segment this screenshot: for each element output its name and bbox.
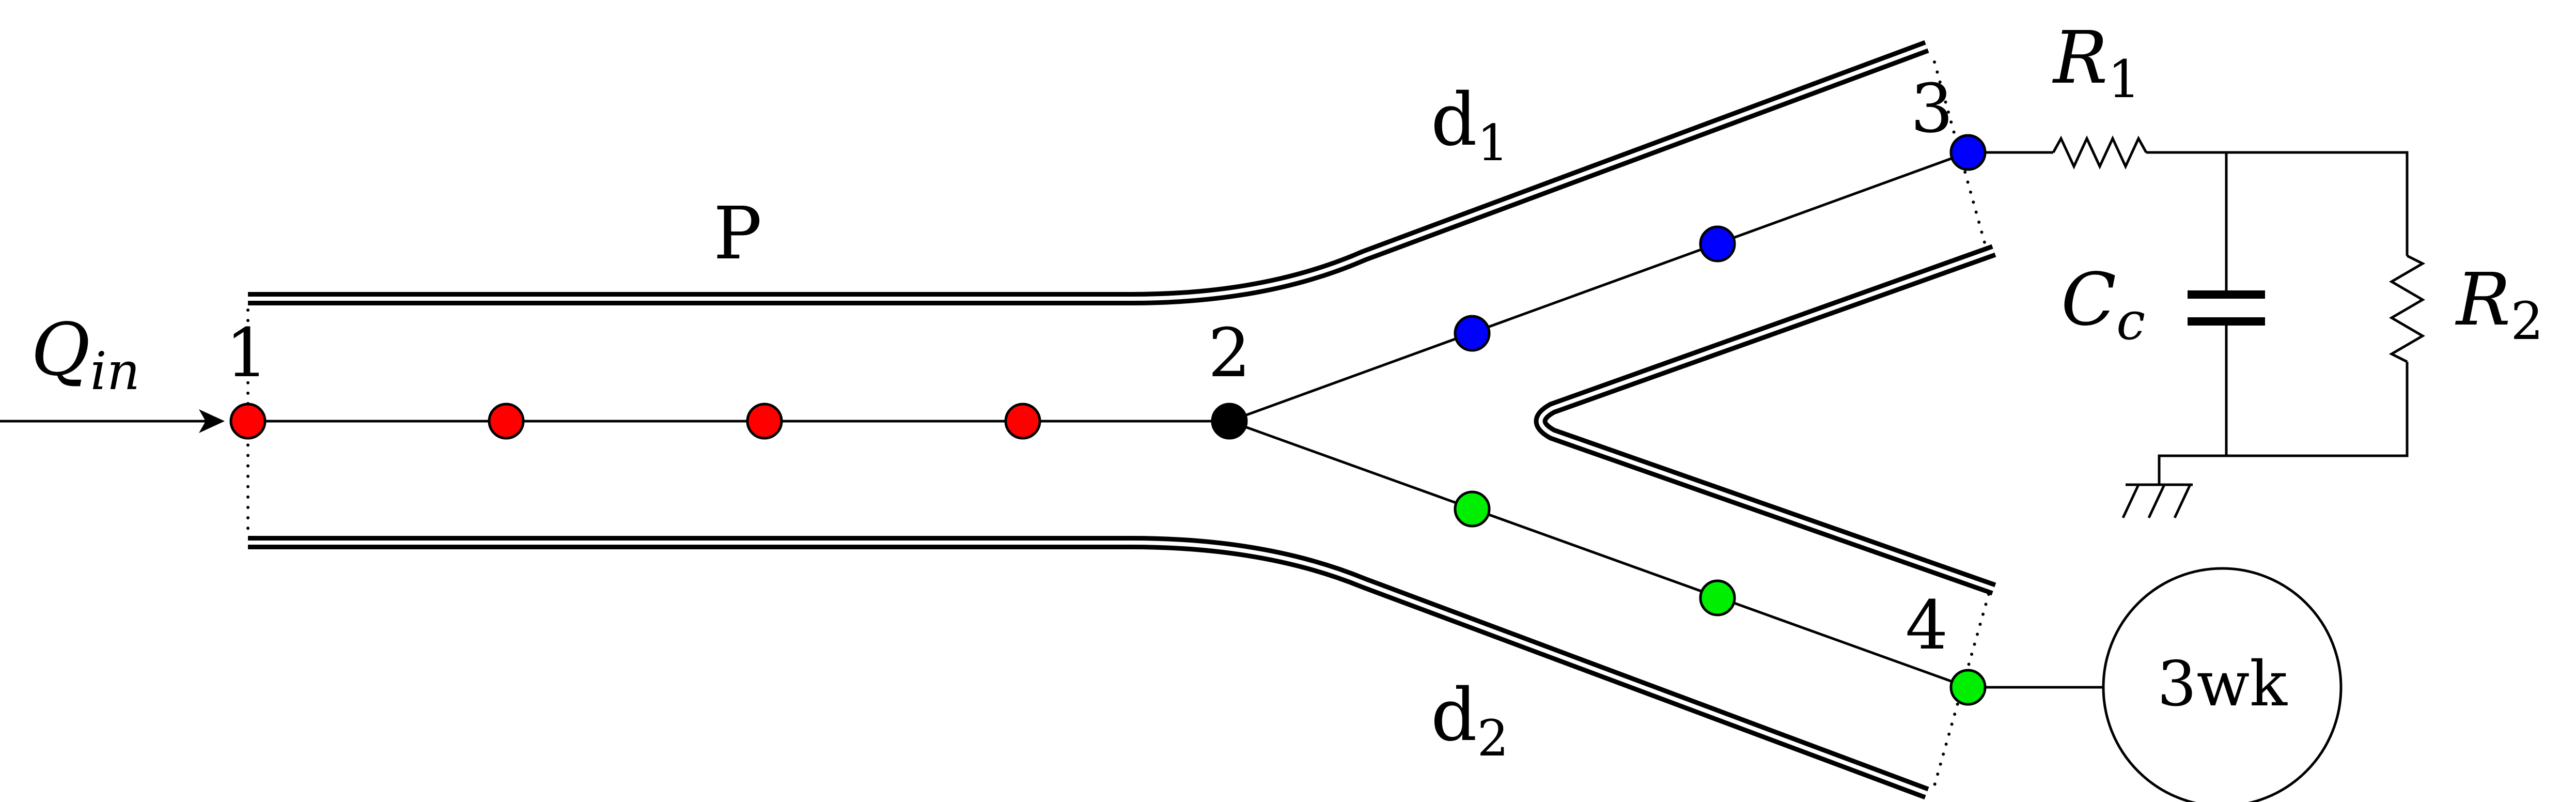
r2-label: R2	[2455, 258, 2543, 351]
r2-resistor	[2388, 254, 2426, 363]
vessel-walls	[248, 40, 1996, 800]
node-1	[229, 403, 267, 440]
centerlines	[248, 151, 1969, 689]
capacitor-label: Cc	[2061, 258, 2145, 351]
r1-resistor	[2052, 135, 2148, 169]
daughter1-node	[1699, 225, 1736, 263]
point-2-label: 2	[1208, 314, 1251, 392]
inflow-label: Qin	[31, 308, 140, 402]
point-1-label: 1	[226, 314, 269, 392]
node-3	[1949, 134, 1987, 171]
parent-node	[1004, 403, 1041, 440]
windkessel-label: 3wk	[2157, 649, 2288, 720]
nodes	[229, 134, 1987, 706]
inflow-arrow	[0, 409, 225, 433]
ground-symbol	[2121, 483, 2193, 519]
outlet1-boundary-line	[1933, 60, 1988, 250]
labels: P d1 d2 Qin 1 2 3 4 R1 Cc R2	[31, 16, 2543, 767]
parent-node	[488, 403, 525, 440]
daughter2-centerline	[1229, 420, 1969, 689]
r1-label: R1	[2052, 16, 2141, 110]
node-4	[1949, 669, 1987, 706]
daughter2-node	[1699, 579, 1736, 616]
daughter2-vessel-label: d2	[1431, 673, 1509, 767]
outlet2-boundary-line	[1933, 593, 1990, 787]
boundary-dotted-lines	[246, 60, 1990, 787]
inner-wedge-wall	[1534, 244, 1996, 596]
parent-node	[746, 403, 783, 440]
daughter2-node	[1454, 490, 1491, 528]
bottom-wire	[2158, 362, 2409, 485]
parent-vessel-label: P	[713, 192, 762, 276]
windkessel-block: 3wk	[1985, 567, 2343, 802]
daughter1-centerline	[1229, 151, 1969, 423]
parent-lower-wall	[248, 536, 1929, 800]
daughter1-vessel-label: d1	[1431, 78, 1509, 172]
daughter1-node	[1454, 315, 1491, 352]
windkessel-circle	[2102, 567, 2343, 802]
node-2-bifurcation	[1211, 403, 1248, 440]
point-3-label: 3	[1911, 69, 1954, 148]
top-wire	[2146, 151, 2409, 256]
point-4-label: 4	[1906, 586, 1948, 665]
parent-upper-wall	[248, 40, 1929, 305]
rc-windkessel-circuit	[1985, 135, 2426, 519]
